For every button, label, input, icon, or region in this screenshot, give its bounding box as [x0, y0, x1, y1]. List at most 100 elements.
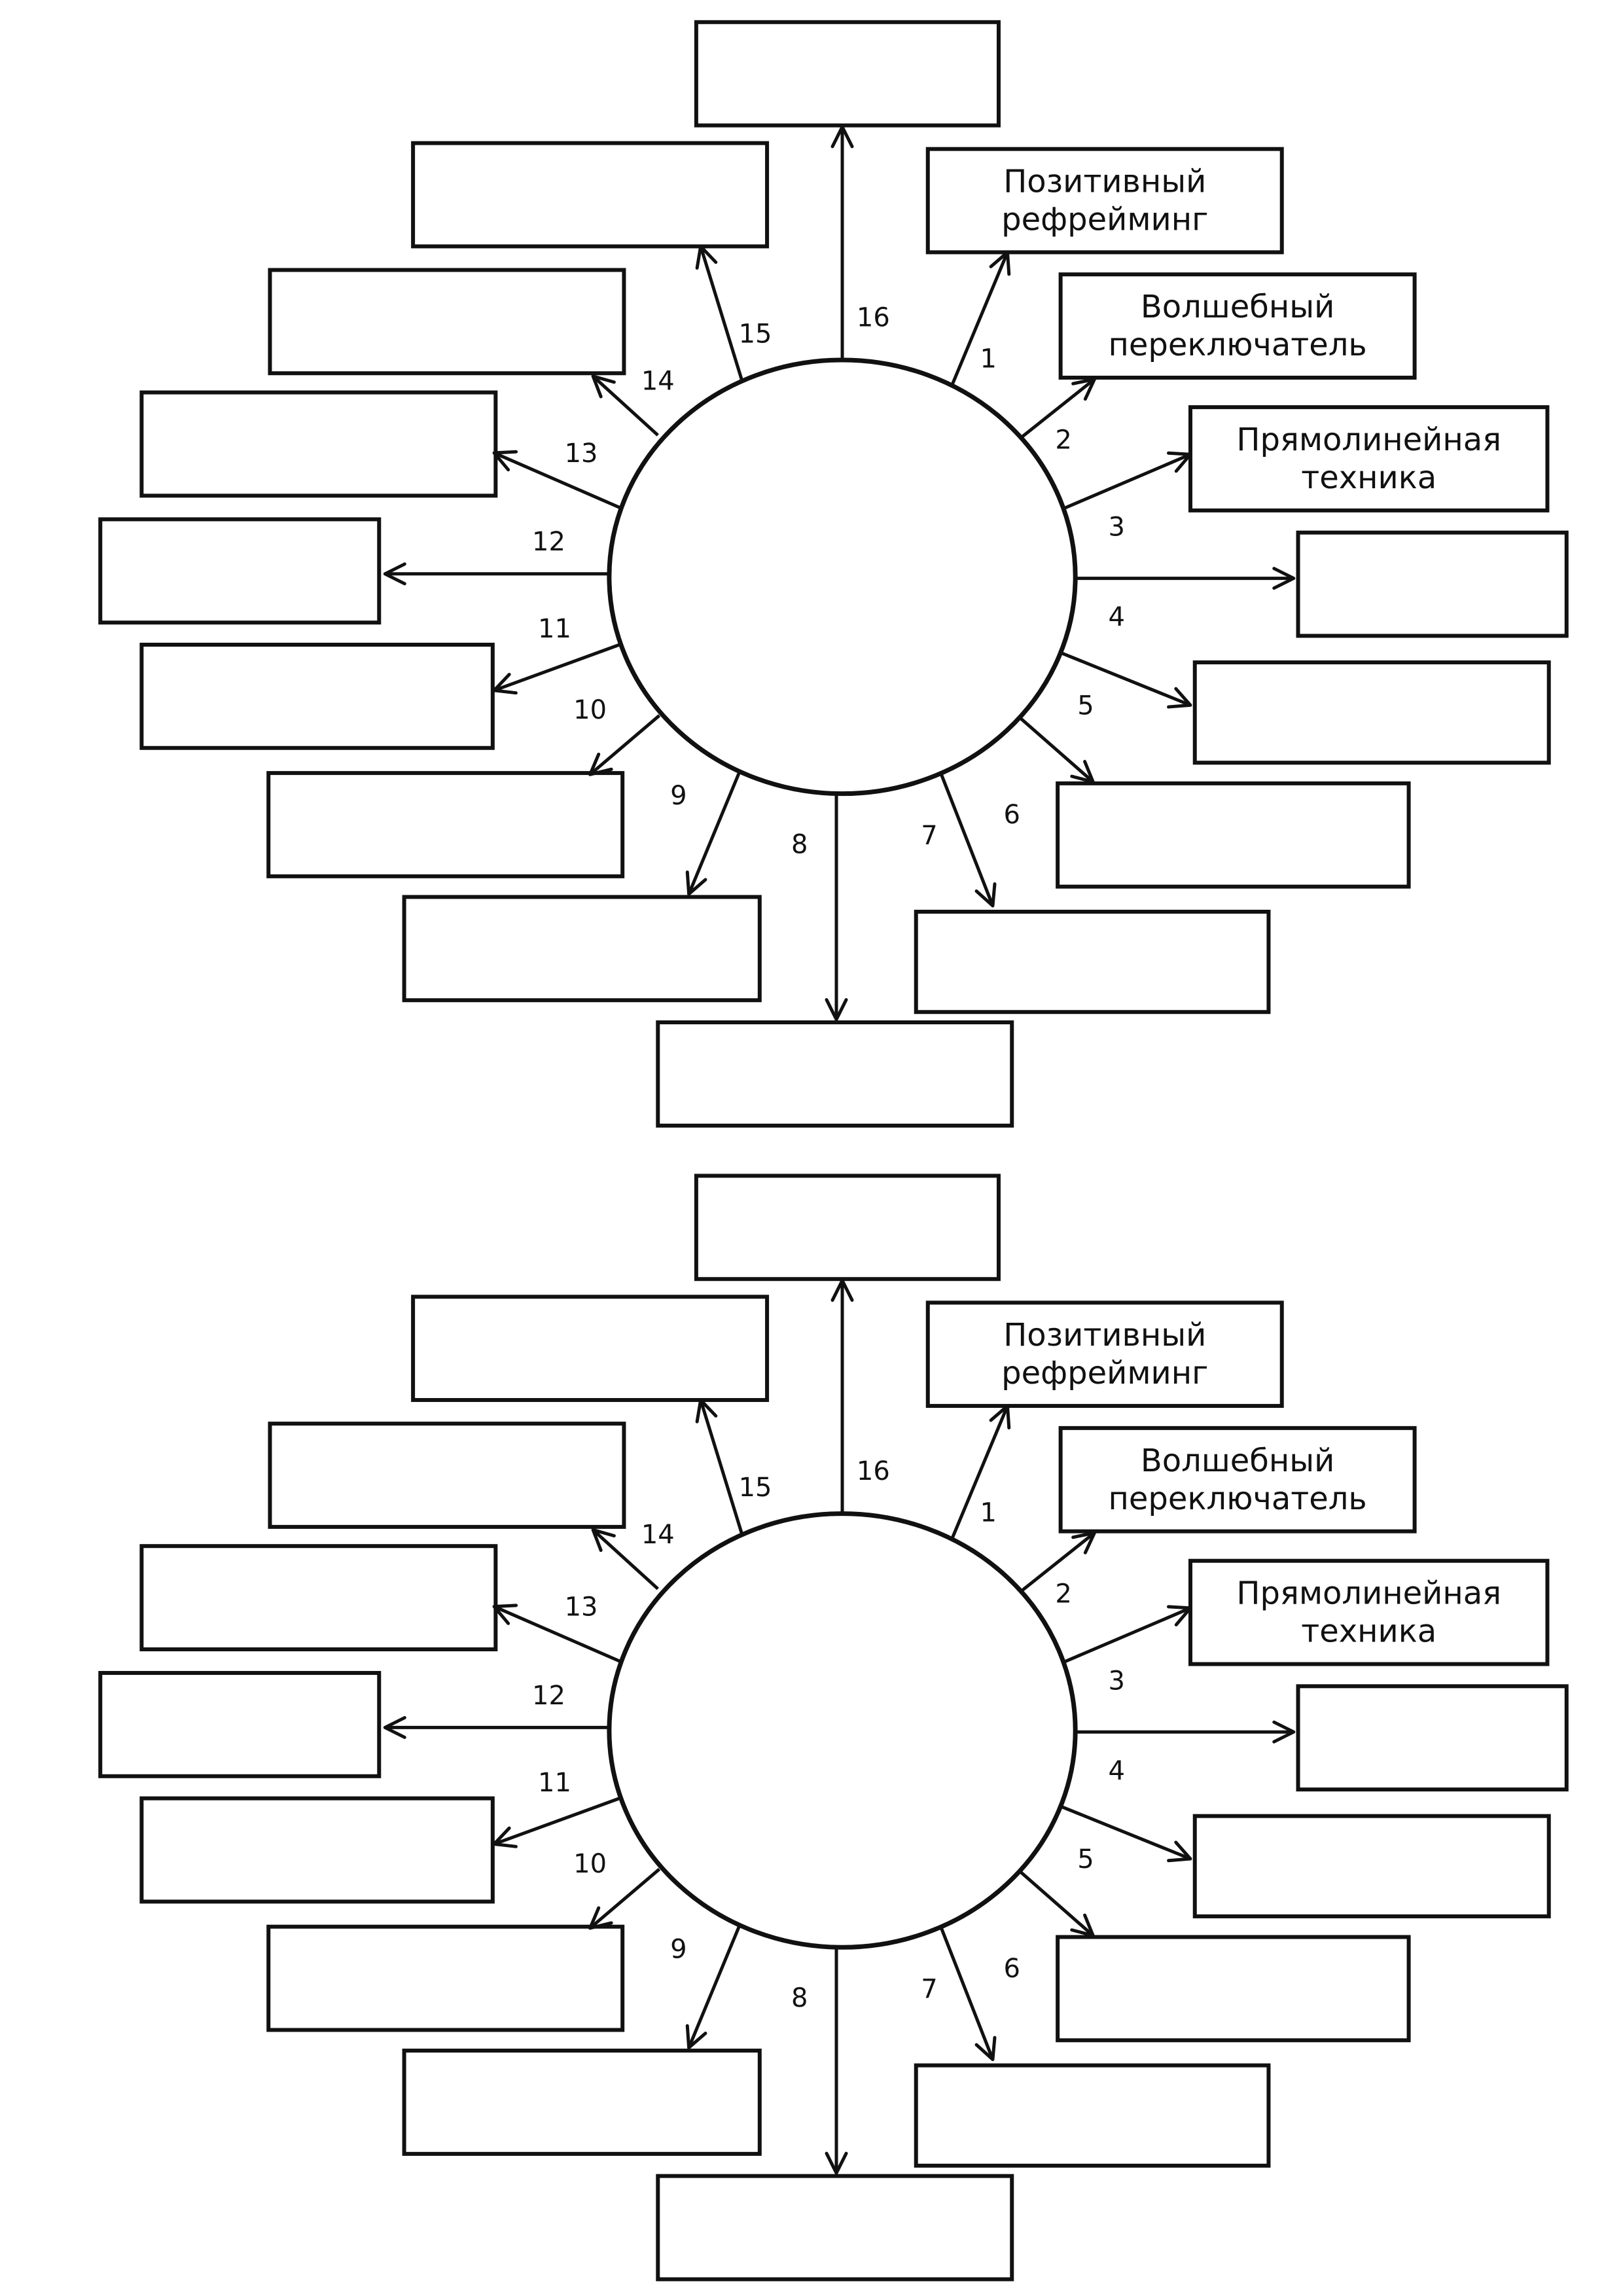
- technique-box-12[interactable]: [98, 517, 382, 625]
- arrowhead-icon: [1166, 451, 1192, 473]
- spoke-number: 9: [670, 1935, 687, 1965]
- arrowhead-icon: [383, 562, 406, 586]
- technique-box-9[interactable]: [402, 895, 762, 1003]
- technique-box-frame: [1188, 1558, 1550, 1666]
- spoke-arrow-line: [950, 251, 1009, 387]
- technique-box-14[interactable]: [268, 1422, 626, 1529]
- technique-box-frame: [694, 1174, 1001, 1282]
- spoke-arrow-line: [588, 714, 661, 776]
- technique-box-6[interactable]: [1056, 781, 1411, 889]
- spoke-number: 15: [739, 319, 772, 349]
- technique-box-16[interactable]: [694, 20, 1001, 128]
- spoke-arrow-line: [493, 1605, 620, 1663]
- technique-box-14[interactable]: [268, 268, 626, 376]
- spoke-arrow-line: [1058, 1804, 1191, 1861]
- spoke-arrow-line: [493, 643, 620, 692]
- arrowhead-icon: [588, 1906, 613, 1930]
- spoke-number: 12: [532, 527, 565, 557]
- spoke-number: 1: [980, 344, 996, 374]
- spoke-3: 3: [1058, 451, 1192, 543]
- spoke-number: 10: [573, 695, 607, 725]
- technique-box-8[interactable]: [656, 1020, 1014, 1128]
- technique-box-6[interactable]: [1056, 1935, 1411, 2043]
- technique-box-frame: [139, 642, 495, 750]
- technique-box-frame: [1058, 272, 1417, 380]
- arrowhead-icon: [588, 752, 613, 776]
- technique-box-13[interactable]: [139, 1544, 498, 1651]
- central-circle: [607, 357, 1078, 797]
- spoke-arrow-line: [687, 1926, 741, 2049]
- spoke-number: 7: [921, 1974, 937, 2004]
- spoke-arrow-line: [493, 1797, 620, 1846]
- technique-box-frame: [694, 20, 1001, 128]
- technique-box-4[interactable]: [1296, 530, 1569, 638]
- technique-box-frame: [1296, 530, 1569, 638]
- technique-box-frame: [268, 268, 626, 376]
- spoke-number: 14: [641, 1520, 675, 1550]
- spoke-14: 14: [591, 1520, 675, 1590]
- arrowhead-icon: [1070, 1913, 1095, 1937]
- spoke-7: 7: [921, 1923, 997, 2062]
- technique-box-frame: [656, 1020, 1014, 1128]
- spoke-number: 16: [857, 1456, 890, 1486]
- spoke-number: 11: [538, 614, 571, 644]
- technique-box-7[interactable]: [914, 909, 1271, 1014]
- technique-box-8[interactable]: [656, 2174, 1014, 2282]
- spoke-arrow-line: [699, 245, 744, 382]
- arrowhead-icon: [974, 882, 997, 908]
- spoke-14: 14: [591, 367, 675, 437]
- technique-box-5[interactable]: [1192, 660, 1551, 765]
- arrowhead-icon: [825, 998, 848, 1022]
- technique-box-frame: [139, 1796, 495, 1904]
- technique-box-5[interactable]: [1192, 1814, 1551, 1918]
- spoke-6: 6: [1004, 1871, 1095, 1984]
- technique-box-frame: [266, 771, 625, 878]
- spoke-9: 9: [670, 1926, 741, 2050]
- technique-box-15[interactable]: [411, 141, 770, 249]
- technique-box-9[interactable]: [402, 2049, 762, 2156]
- spoke-number: 5: [1077, 1844, 1094, 1874]
- technique-box-frame: [98, 1671, 382, 1778]
- arrowhead-icon: [1166, 1605, 1192, 1626]
- technique-box-16[interactable]: [694, 1174, 1001, 1282]
- spoke-7: 7: [921, 769, 997, 908]
- spoke-arrow-line: [1021, 1531, 1096, 1592]
- arrowhead-icon: [1272, 1720, 1296, 1744]
- technique-box-12[interactable]: [98, 1671, 382, 1778]
- technique-box-frame: [925, 147, 1284, 255]
- technique-box-11[interactable]: [139, 1796, 495, 1904]
- technique-box-13[interactable]: [139, 390, 498, 498]
- spoke-16: 16: [830, 125, 890, 362]
- arrowhead-icon: [1167, 687, 1192, 709]
- spoke-arrow-line: [1021, 378, 1096, 439]
- technique-box-15[interactable]: [411, 1295, 770, 1403]
- arrowhead-icon: [830, 1278, 854, 1302]
- arrowhead-icon: [591, 1528, 616, 1552]
- arrowhead-icon: [492, 673, 518, 695]
- arrowhead-icon: [383, 1715, 406, 1739]
- spoke-3: 3: [1058, 1605, 1192, 1696]
- arrowhead-icon: [1071, 377, 1096, 401]
- technique-box-frame: [268, 1422, 626, 1529]
- technique-box-frame: [411, 1295, 770, 1403]
- spoke-15: 15: [695, 244, 772, 382]
- technique-box-10[interactable]: [266, 1924, 625, 2032]
- spoke-arrow-line: [592, 374, 659, 437]
- spoke-11: 11: [492, 1768, 620, 1848]
- spoke-number: 2: [1055, 425, 1071, 456]
- technique-box-4[interactable]: [1296, 1684, 1569, 1792]
- technique-box-11[interactable]: [139, 642, 495, 750]
- spoke-4: 4: [1077, 567, 1296, 632]
- technique-box-10[interactable]: [266, 771, 625, 878]
- spoke-number: 3: [1109, 512, 1125, 543]
- technique-box-7[interactable]: [914, 2063, 1271, 2168]
- spoke-12: 12: [383, 527, 609, 586]
- diagram-2: ПозитивныйрефреймингВолшебныйпереключате…: [98, 1174, 1569, 2282]
- technique-label: техника: [1301, 1613, 1436, 1650]
